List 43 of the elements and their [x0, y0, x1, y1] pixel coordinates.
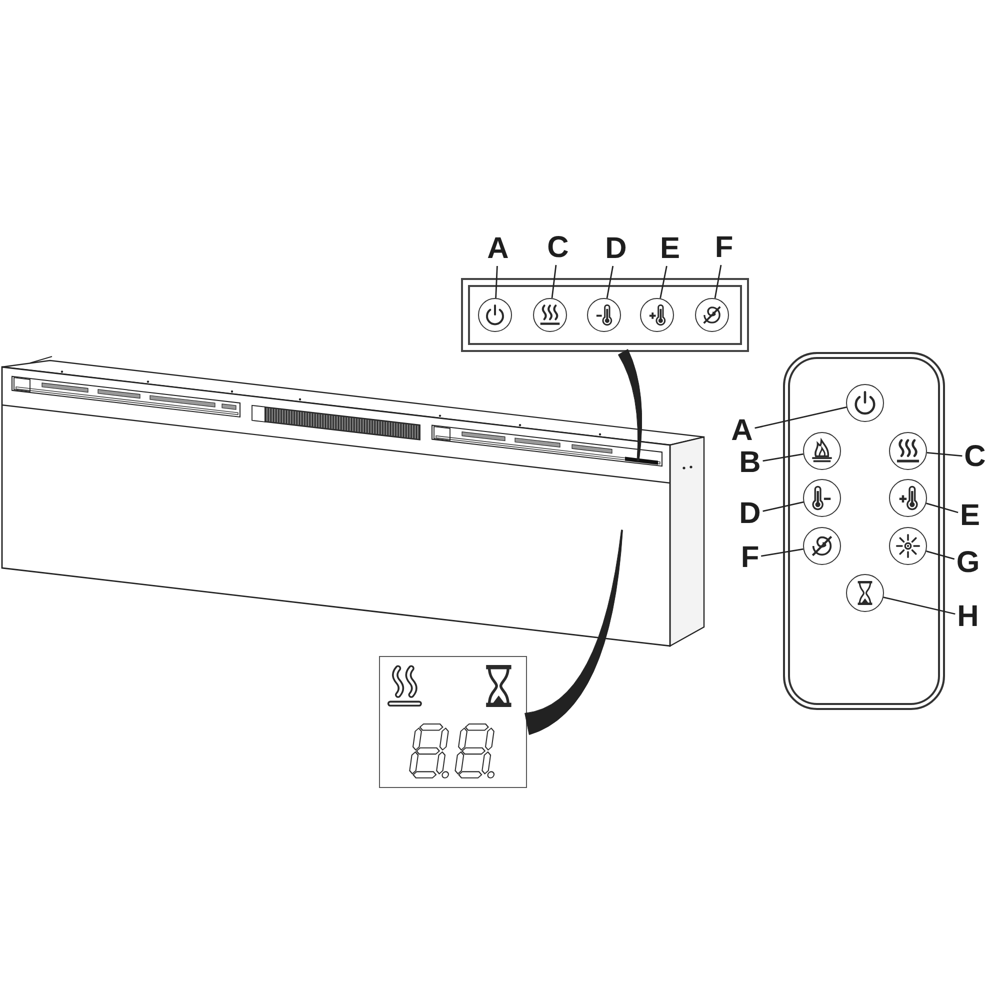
control-panel — [461, 278, 749, 352]
curved-connector — [524, 530, 623, 736]
leader-line — [495, 266, 498, 298]
leader-line — [762, 453, 804, 462]
callout-letter: A — [731, 416, 753, 446]
leader-line — [606, 266, 614, 298]
leader-line — [926, 502, 958, 514]
leader-line — [926, 452, 962, 457]
leader-line — [926, 550, 955, 560]
control-button — [587, 298, 621, 332]
callout-letter: C — [547, 233, 569, 263]
fireplace-drawing — [1, 355, 706, 648]
remote-control — [783, 352, 945, 710]
callout-letter: E — [660, 234, 680, 264]
callout-letter: B — [739, 448, 761, 478]
leader-line — [754, 406, 847, 429]
leader-line — [660, 266, 668, 298]
leader-line — [760, 548, 804, 557]
remote-button — [889, 527, 927, 565]
remote-button — [846, 384, 884, 422]
curved-connector — [618, 349, 642, 462]
callout-letter: G — [956, 548, 980, 578]
remote-button — [889, 432, 927, 470]
control-button — [640, 298, 674, 332]
callout-letter: D — [739, 499, 761, 529]
callout-letter: D — [605, 234, 627, 264]
callout-letter: A — [487, 234, 509, 264]
control-button — [533, 298, 567, 332]
remote-button — [803, 432, 841, 470]
control-button — [695, 298, 729, 332]
callout-letter: F — [714, 233, 734, 263]
callout-letter: H — [957, 602, 979, 632]
leader-line — [551, 264, 557, 298]
callout-letter: C — [964, 442, 986, 472]
callout-letter: E — [960, 501, 980, 531]
remote-button — [846, 574, 884, 612]
callout-letter: F — [740, 543, 760, 573]
display-panel — [379, 656, 527, 788]
remote-button — [803, 479, 841, 517]
remote-button — [803, 527, 841, 565]
leader-line — [714, 264, 722, 298]
control-button — [478, 298, 512, 332]
remote-button — [889, 479, 927, 517]
